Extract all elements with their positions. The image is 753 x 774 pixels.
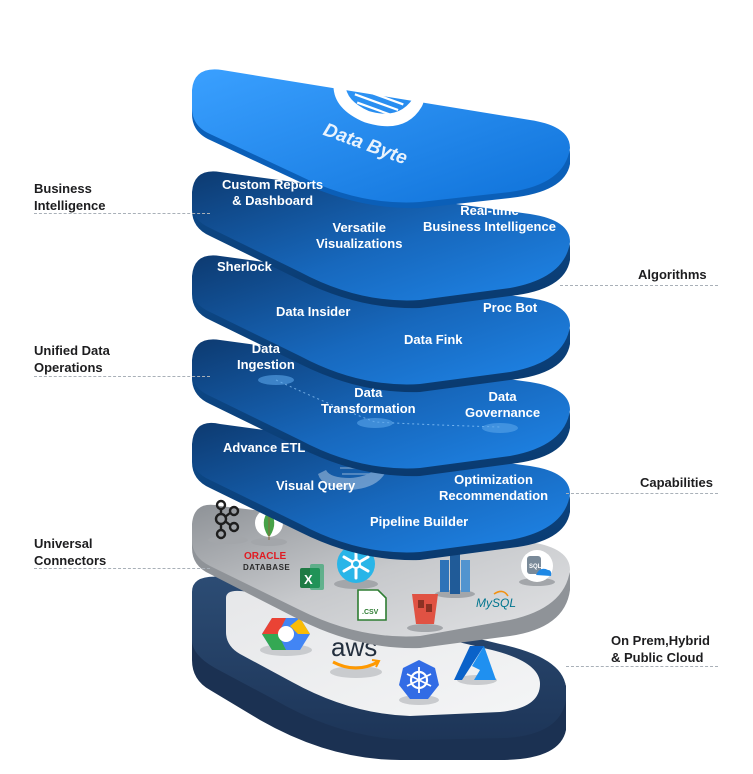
excel-letter: X xyxy=(304,572,313,587)
sherlock-label: Sherlock xyxy=(217,259,272,274)
capabilities-side-label: Capabilities xyxy=(640,475,713,490)
unified-data-operations-leader-line xyxy=(34,376,210,377)
universal-connectors-side-label: Universal Connectors xyxy=(34,536,107,568)
cloud-side-label: On Prem,Hybrid & Public Cloud xyxy=(611,633,710,665)
sql-server-icon: SQL xyxy=(519,550,555,586)
kafka-icon xyxy=(208,499,248,544)
capabilities-layer xyxy=(192,422,570,561)
cloud-leader-line xyxy=(566,666,718,667)
azure-icon xyxy=(454,646,497,685)
proc-bot-label: Proc Bot xyxy=(483,300,538,315)
custom-reports-label: Custom Reports & Dashboard xyxy=(222,177,324,208)
data-ingestion-label: Data Ingestion xyxy=(237,341,295,372)
advance-etl-label: Advance ETL xyxy=(223,440,306,455)
business-intelligence-side-label: Business Intelligence xyxy=(34,181,106,213)
data-byte-logo-icon xyxy=(333,77,424,127)
unified-data-operations-side-label: Unified Data Operations xyxy=(34,343,110,375)
csv-label: .CSV xyxy=(362,609,379,616)
data-governance-label: Data Governance xyxy=(465,389,541,420)
data-byte-top-layer xyxy=(192,69,570,209)
csv-file-icon: .CSV xyxy=(357,589,387,621)
realtime-bi-label: Real-time Business Intelligence xyxy=(423,203,556,234)
sql-label: SQL xyxy=(529,564,542,570)
gcp-icon xyxy=(260,618,312,656)
amazon-s3-icon xyxy=(407,594,443,632)
redshift-icon xyxy=(435,554,475,598)
pipeline-builder-label: Pipeline Builder xyxy=(370,514,469,529)
oracle-database-logo: ORACLE DATABASE xyxy=(243,551,290,572)
aws-icon: aws xyxy=(330,632,382,678)
database-text: DATABASE xyxy=(243,563,290,572)
oracle-text: ORACLE xyxy=(244,551,287,562)
data-insider-label: Data Insider xyxy=(276,304,351,319)
algorithms-side-label: Algorithms xyxy=(638,267,707,282)
business-intelligence-layer xyxy=(192,171,570,309)
algorithms-leader-line xyxy=(560,285,718,286)
data-transformation-label: Data Transformation xyxy=(321,385,416,416)
data-fink-label: Data Fink xyxy=(404,332,463,347)
business-intelligence-leader-line xyxy=(34,213,210,214)
algorithms-layer xyxy=(192,255,570,393)
visual-query-label: Visual Query xyxy=(276,478,356,493)
versatile-visualizations-label: Versatile Visualizations xyxy=(316,220,403,251)
kubernetes-icon xyxy=(399,660,439,705)
mysql-text: MySQL xyxy=(476,596,516,610)
universal-connectors-leader-line xyxy=(34,568,210,569)
capabilities-leader-line xyxy=(566,493,718,494)
unified-data-operations-layer xyxy=(192,339,570,477)
logo-stripes-icon xyxy=(354,85,404,116)
mysql-logo: MySQL xyxy=(476,590,516,610)
excel-icon: X xyxy=(300,564,324,590)
optimization-label: Optimization Recommendation xyxy=(439,472,549,503)
data-flow-connector xyxy=(258,375,518,433)
